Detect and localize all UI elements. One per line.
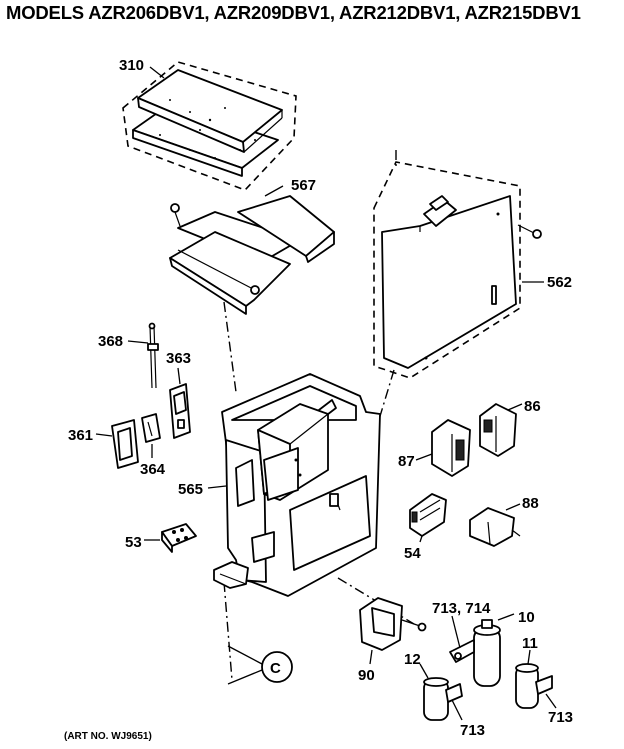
label-86: 86 (524, 398, 541, 415)
label-361: 361 (68, 427, 93, 444)
label-363: 363 (166, 350, 191, 367)
label-310: 310 (119, 57, 144, 74)
transformer-90[interactable] (359, 597, 427, 651)
clip-364[interactable] (141, 413, 161, 443)
label-562: 562 (547, 274, 572, 291)
capacitor-12[interactable] (423, 677, 463, 721)
relay-86[interactable] (479, 403, 517, 457)
control-housing-565[interactable] (213, 373, 381, 597)
relay-87[interactable] (431, 419, 471, 477)
capacitor-10[interactable] (449, 619, 501, 687)
label-88: 88 (522, 495, 539, 512)
label-12: 12 (404, 651, 421, 668)
side-panel-562[interactable] (381, 195, 517, 369)
art-number: (ART NO. WJ9651) (64, 731, 152, 742)
label-364: 364 (140, 461, 166, 478)
screw-icon (170, 203, 181, 227)
label-565: 565 (178, 481, 203, 498)
label-713-714: 713, 714 (432, 600, 491, 617)
label-368: 368 (98, 333, 123, 350)
label-87: 87 (398, 453, 415, 470)
switch-54[interactable] (409, 493, 447, 537)
label-567: 567 (291, 177, 316, 194)
filter-assembly-310[interactable] (122, 61, 297, 191)
top-cover-567[interactable] (169, 195, 335, 315)
callout-label: C (270, 660, 281, 677)
callout-c: C (227, 645, 293, 685)
label-11: 11 (522, 635, 538, 652)
label-10: 10 (518, 609, 535, 626)
label-53: 53 (125, 534, 142, 551)
label-90: 90 (358, 667, 375, 684)
actuator-rod-368[interactable] (147, 322, 159, 389)
label-713-bottom: 713 (460, 722, 485, 739)
terminal-block-53[interactable] (161, 523, 197, 553)
switch-bracket-363[interactable] (169, 383, 191, 439)
label-54: 54 (404, 545, 421, 562)
capacitor-11[interactable] (515, 663, 553, 709)
diagram-title: MODELS AZR206DBV1, AZR209DBV1, AZR212DBV… (6, 2, 581, 23)
mounting-plate-361[interactable] (111, 419, 139, 469)
screw-icon (517, 224, 542, 239)
component-88[interactable] (469, 507, 521, 547)
label-713-right: 713 (548, 709, 573, 726)
